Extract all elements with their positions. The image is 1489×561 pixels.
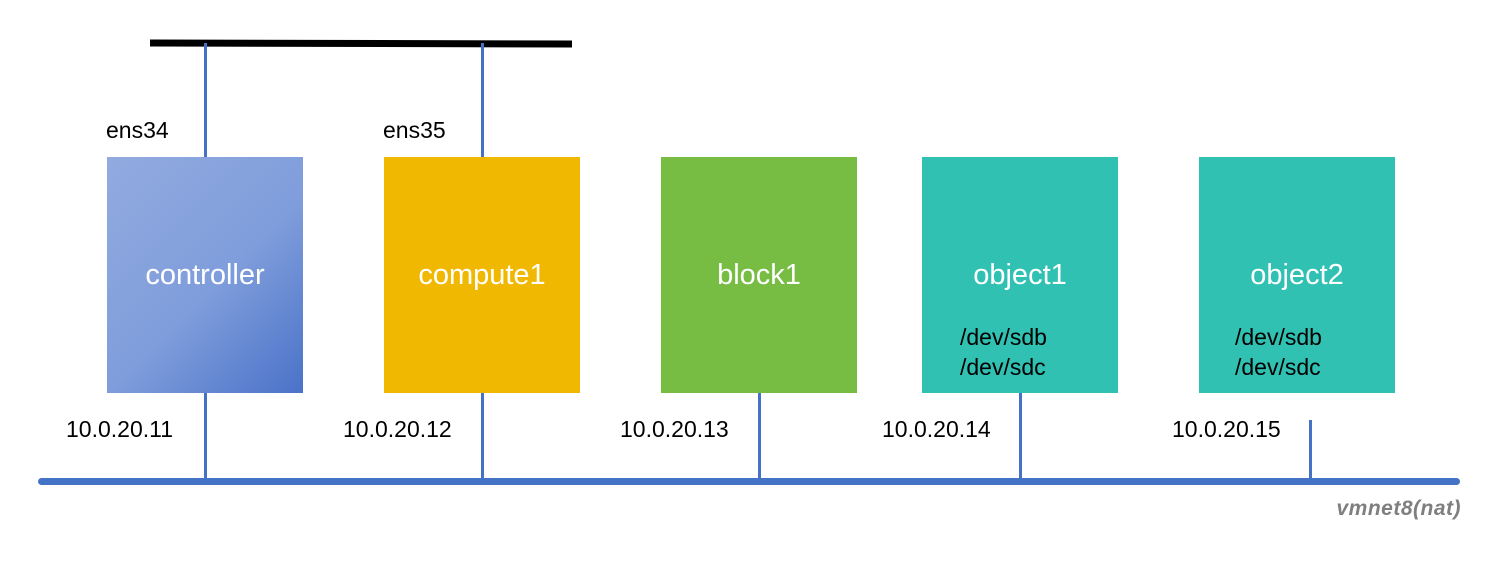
node-object2[interactable]: object2 /dev/sdb /dev/sdc (1199, 157, 1395, 393)
object2-ip-label: 10.0.20.15 (1172, 416, 1281, 442)
node-controller[interactable]: controller (107, 157, 303, 393)
disk-label: /dev/sdb (1235, 324, 1322, 350)
node-object1[interactable]: object1 /dev/sdb /dev/sdc (922, 157, 1118, 393)
internal-network-bus (38, 478, 1460, 485)
controller-external-link (204, 43, 207, 157)
disk-label: /dev/sdb (960, 324, 1047, 350)
controller-interface-label: ens34 (106, 117, 169, 143)
compute1-internal-link (481, 393, 484, 481)
node-compute1[interactable]: compute1 (384, 157, 580, 393)
controller-ip-label: 10.0.20.11 (66, 416, 174, 442)
network-name-label: vmnet8(nat) (1336, 497, 1461, 520)
external-network-bus (150, 39, 572, 48)
node-name: block1 (717, 259, 801, 291)
object1-internal-link (1019, 393, 1022, 481)
disk-list: /dev/sdb /dev/sdc (960, 322, 1047, 382)
node-name: compute1 (418, 259, 546, 291)
node-name: object2 (1250, 259, 1344, 291)
block1-ip-label: 10.0.20.13 (620, 416, 729, 442)
object1-ip-label: 10.0.20.14 (882, 416, 991, 442)
disk-label: /dev/sdc (1235, 354, 1321, 380)
compute1-interface-label: ens35 (383, 117, 446, 143)
compute1-external-link (481, 43, 484, 157)
controller-internal-link (204, 393, 207, 481)
node-name: object1 (973, 259, 1067, 291)
block1-internal-link (758, 393, 761, 481)
compute1-ip-label: 10.0.20.12 (343, 416, 452, 442)
node-block1[interactable]: block1 (661, 157, 857, 393)
disk-list: /dev/sdb /dev/sdc (1235, 322, 1322, 382)
disk-label: /dev/sdc (960, 354, 1046, 380)
node-name: controller (145, 259, 265, 291)
object2-internal-link (1309, 420, 1312, 481)
